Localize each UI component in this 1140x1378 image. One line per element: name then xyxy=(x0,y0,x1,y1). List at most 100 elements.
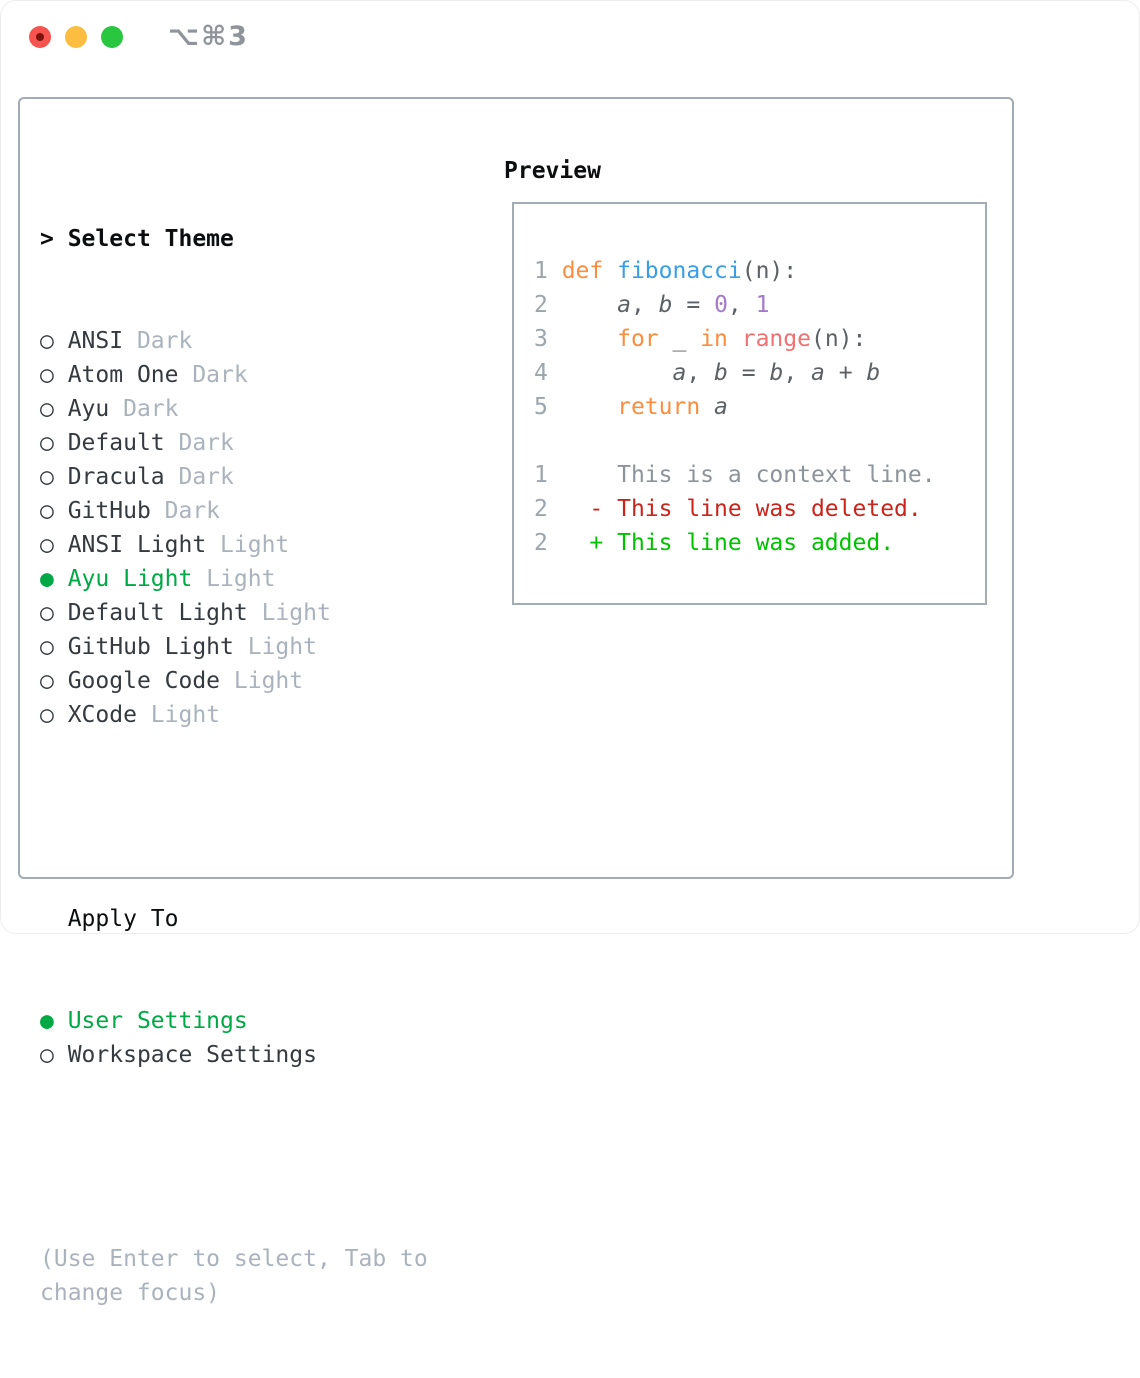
theme-name: Default xyxy=(53,430,165,456)
select-theme-label: Select Theme xyxy=(67,226,234,252)
radio-unselected-icon: ○ xyxy=(40,532,54,558)
code-token: fibonacci xyxy=(617,258,742,284)
theme-sidebar: > Select Theme ○ ANSI Dark○ Atom One Dar… xyxy=(40,154,455,1378)
theme-option-github[interactable]: ○ GitHub Dark xyxy=(40,494,455,528)
theme-name: Default Light xyxy=(53,600,248,626)
apply-to-list: ● User Settings○ Workspace Settings xyxy=(40,1004,455,1072)
theme-option-google-code[interactable]: ○ Google Code Light xyxy=(40,664,455,698)
theme-option-ansi[interactable]: ○ ANSI Dark xyxy=(40,324,455,358)
code-token: - This line was deleted. xyxy=(561,496,922,522)
radio-unselected-icon: ○ xyxy=(40,702,54,728)
radio-unselected-icon: ○ xyxy=(40,328,54,354)
radio-unselected-icon: ○ xyxy=(40,362,54,388)
theme-variant: Light xyxy=(247,600,331,626)
code-token: a xyxy=(617,292,631,318)
theme-name: XCode xyxy=(53,702,137,728)
theme-name: GitHub Light xyxy=(53,634,234,660)
keyboard-hint: (Use Enter to select, Tab to change focu… xyxy=(40,1246,442,1306)
focus-prompt-icon: > xyxy=(40,226,68,252)
line-number: 5 xyxy=(534,394,562,420)
apply-option-label: User Settings xyxy=(53,1008,248,1034)
code-token: return xyxy=(617,394,715,420)
radio-unselected-icon: ○ xyxy=(40,1042,54,1068)
select-theme-header: > Select Theme xyxy=(40,222,455,256)
apply-option-workspace-settings[interactable]: ○ Workspace Settings xyxy=(40,1038,455,1072)
code-token: + xyxy=(824,360,867,386)
code-token: b xyxy=(769,360,784,386)
code-token: a xyxy=(714,394,728,420)
theme-variant: Light xyxy=(220,668,304,694)
theme-name: Google Code xyxy=(53,668,221,694)
theme-list: ○ ANSI Dark○ Atom One Dark○ Ayu Dark○ De… xyxy=(40,324,455,732)
theme-name: ANSI xyxy=(53,328,124,354)
code-token: b xyxy=(714,360,728,386)
theme-option-ayu-light[interactable]: ● Ayu Light Light xyxy=(40,562,455,596)
theme-option-default[interactable]: ○ Default Dark xyxy=(40,426,455,460)
code-token: , xyxy=(686,360,715,386)
code-token: b xyxy=(658,292,673,318)
maximize-button[interactable] xyxy=(101,26,123,48)
code-token: , xyxy=(727,292,756,318)
code-token xyxy=(562,360,673,386)
code-token: = xyxy=(672,292,715,318)
code-token: b xyxy=(866,360,881,386)
code-token: This is a context line. xyxy=(561,462,936,488)
theme-variant: Dark xyxy=(164,430,234,456)
theme-variant: Light xyxy=(206,532,290,558)
code-token: , xyxy=(630,292,659,318)
theme-name: Ayu xyxy=(53,396,110,422)
line-number: 2 xyxy=(534,292,562,318)
close-button[interactable] xyxy=(29,26,51,48)
preview-line: 2 a, b = 0, 1 xyxy=(534,288,985,322)
apply-option-user-settings[interactable]: ● User Settings xyxy=(40,1004,455,1038)
minimize-button[interactable] xyxy=(65,26,87,48)
theme-option-xcode[interactable]: ○ XCode Light xyxy=(40,698,455,732)
line-number: 3 xyxy=(534,326,562,352)
radio-unselected-icon: ○ xyxy=(40,430,54,456)
theme-variant: Light xyxy=(233,634,317,660)
theme-variant: Dark xyxy=(150,498,221,524)
apply-to-label: Apply To xyxy=(67,906,179,932)
radio-selected-icon: ● xyxy=(40,566,54,592)
theme-option-ansi-light[interactable]: ○ ANSI Light Light xyxy=(40,528,455,562)
theme-option-dracula[interactable]: ○ Dracula Dark xyxy=(40,460,455,494)
preview-line: 1 def fibonacci(n): xyxy=(534,254,985,288)
theme-name: Atom One xyxy=(53,362,179,388)
radio-unselected-icon: ○ xyxy=(40,600,54,626)
radio-unselected-icon: ○ xyxy=(40,668,54,694)
code-token: , xyxy=(783,360,812,386)
preview-header: Preview xyxy=(504,158,601,184)
theme-name: Dracula xyxy=(53,464,165,490)
theme-variant: Dark xyxy=(109,396,179,422)
code-token: in xyxy=(700,326,742,352)
preview-line: 3 for _ in range(n): xyxy=(534,322,985,356)
apply-option-label: Workspace Settings xyxy=(53,1042,317,1068)
code-token: (n): xyxy=(741,258,798,284)
code-token: range xyxy=(741,326,811,352)
theme-option-default-light[interactable]: ○ Default Light Light xyxy=(40,596,455,630)
titlebar: ⌥⌘3 xyxy=(0,0,1140,75)
line-number: 4 xyxy=(534,360,562,386)
code-token: 0 xyxy=(714,292,728,318)
theme-variant: Light xyxy=(192,566,276,592)
theme-variant: Dark xyxy=(164,464,234,490)
line-number: 2 xyxy=(534,496,562,522)
code-token: _ xyxy=(672,326,701,352)
preview-line: 2 + This line was added. xyxy=(534,526,985,560)
code-token: 1 xyxy=(755,292,770,318)
theme-option-atom-one[interactable]: ○ Atom One Dark xyxy=(40,358,455,392)
preview-line: 1 This is a context line. xyxy=(534,458,985,492)
code-token: = xyxy=(727,360,770,386)
theme-name: GitHub xyxy=(53,498,151,524)
theme-option-ayu[interactable]: ○ Ayu Dark xyxy=(40,392,455,426)
theme-name: Ayu Light xyxy=(53,566,193,592)
line-number: 1 xyxy=(534,462,562,488)
line-number: 2 xyxy=(534,530,562,556)
code-token xyxy=(562,394,617,420)
radio-unselected-icon: ○ xyxy=(40,634,54,660)
code-token: + This line was added. xyxy=(561,530,895,556)
preview-line: 2 - This line was deleted. xyxy=(534,492,985,526)
theme-option-github-light[interactable]: ○ GitHub Light Light xyxy=(40,630,455,664)
radio-unselected-icon: ○ xyxy=(40,464,54,490)
